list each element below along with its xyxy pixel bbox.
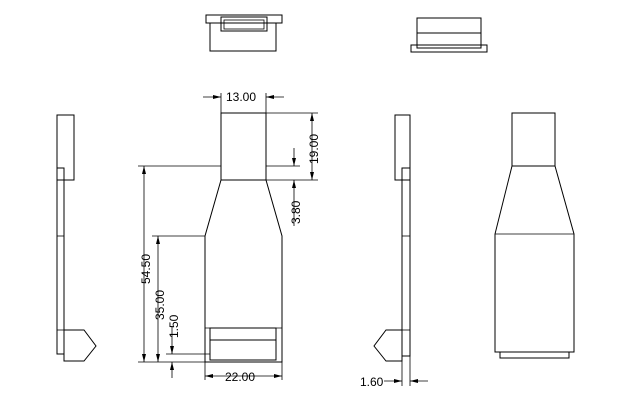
dim-label-width-bottom: 22.00 — [225, 370, 255, 384]
dim-label-width-top: 13.00 — [226, 90, 256, 104]
back-view — [494, 112, 575, 359]
dimension-total-height: 54.50 — [138, 165, 221, 363]
front-view — [204, 112, 283, 363]
dim-label-inner-height: 35.00 — [153, 290, 167, 320]
top-view-left — [205, 14, 283, 52]
dim-label-thickness: 1.60 — [360, 375, 384, 389]
dimension-width-bottom: 22.00 — [204, 362, 283, 384]
side-view-right — [373, 114, 411, 362]
side-view-left — [56, 114, 97, 362]
dimension-width-top: 13.00 — [203, 90, 284, 113]
dimension-height-cap: 19.00 — [266, 112, 321, 181]
dimension-offset-small: 3.80 — [266, 148, 303, 226]
dimension-inner-height: 35.00 — [152, 235, 205, 362]
dim-label-bottom-gap: 1.50 — [167, 314, 181, 338]
top-view-right — [410, 17, 488, 53]
dimension-thickness: 1.60 — [360, 356, 428, 389]
dim-label-height-cap: 19.00 — [307, 134, 321, 164]
dim-label-offset-small: 3.80 — [289, 200, 303, 224]
dimension-bottom-gap: 1.50 — [166, 314, 210, 378]
dim-label-total-height: 54.50 — [139, 254, 153, 284]
